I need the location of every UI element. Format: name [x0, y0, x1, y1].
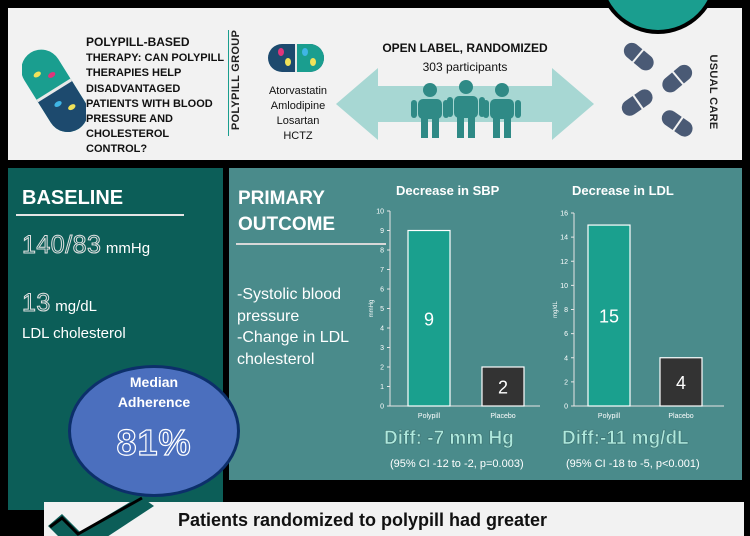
polypill-capsule-icon: [22, 49, 86, 133]
primary-outcome-title: PRIMARY OUTCOME: [238, 186, 335, 238]
sbp-category-label: Polypill: [418, 413, 441, 420]
outcome-item-ldl: -Change in LDL cholesterol: [237, 329, 349, 368]
study-question-lead: POLYPILL-BASED: [86, 35, 190, 49]
sbp-y-tick-label: 0: [380, 404, 384, 411]
baseline-divider: [16, 214, 184, 216]
baseline-title: BASELINE: [22, 187, 124, 209]
ldl-y-tick-label: 0: [564, 404, 568, 411]
ldl-y-axis-label: mg/dL: [553, 301, 559, 318]
study-question: POLYPILL-BASED THERAPY: CAN POLYPILL THE…: [86, 34, 226, 157]
three-people-icon: [411, 80, 521, 138]
ldl-bar-value-label: 15: [599, 307, 619, 327]
multi-drug-pill-icon: [268, 44, 324, 72]
sbp-y-tick-label: 1: [380, 384, 384, 391]
sbp-y-tick-label: 8: [380, 248, 384, 255]
drug-item: Losartan: [276, 114, 320, 127]
baseline-bp-value: 140/83: [21, 231, 102, 260]
baseline-ldl: 13 mg/dL: [22, 289, 97, 318]
sbp-bar-placebo: [481, 366, 525, 407]
primary-outcome-title-line: OUTCOME: [238, 214, 336, 236]
primary-outcome-title-line: PRIMARY: [238, 188, 325, 209]
sbp-y-axis-label: mmHg: [369, 300, 375, 318]
sbp-y-tick-label: 3: [380, 345, 384, 352]
drug-item: HCTZ: [283, 129, 313, 142]
ldl-category-label: Polypill: [598, 413, 621, 420]
checkmark-icon: [48, 496, 154, 536]
sbp-bar-value-label: 2: [498, 378, 508, 398]
study-design-label: OPEN LABEL, RANDOMIZED: [382, 41, 548, 55]
ldl-bar-placebo: [659, 357, 703, 407]
ldl-y-tick-label: 6: [564, 331, 568, 338]
sbp-y-tick-label: 10: [376, 209, 384, 216]
study-question-rest: THERAPY: CAN POLYPILL THERAPIES HELP DIS…: [86, 52, 224, 156]
baseline-bp: 140/83 mmHg: [21, 231, 151, 260]
ldl-bar-value-label: 4: [676, 373, 686, 393]
sbp-confidence-interval: (95% CI -12 to -2, p=0.003): [390, 458, 524, 470]
adherence-value: 81%: [116, 421, 192, 463]
conclusion-banner: [44, 502, 744, 536]
ldl-y-tick-label: 14: [560, 235, 568, 242]
sbp-chart-title: Decrease in SBP: [396, 183, 500, 198]
ldl-chart-title: Decrease in LDL: [572, 183, 674, 198]
sbp-y-tick-label: 9: [380, 228, 384, 235]
adherence-label-line: Adherence: [117, 394, 191, 411]
primary-outcome-divider: [236, 243, 386, 245]
baseline-ldl-value: 13: [22, 289, 51, 318]
sbp-y-tick-label: 5: [380, 306, 384, 313]
ldl-y-tick-label: 8: [564, 307, 568, 314]
sbp-category-label: Placebo: [490, 413, 515, 420]
ldl-difference: Diff:-11 mg/dL: [562, 428, 689, 450]
sbp-y-tick-label: 2: [380, 365, 384, 372]
conclusion-text: Patients randomized to polypill had grea…: [178, 510, 548, 530]
sbp-y-tick-label: 7: [380, 267, 384, 274]
baseline-ldl-caption: LDL cholesterol: [22, 325, 126, 342]
sbp-y-tick-label: 4: [380, 326, 384, 333]
sbp-bar-polypill: [407, 229, 451, 407]
ldl-y-tick-label: 2: [564, 379, 568, 386]
outcome-item-sbp: -Systolic blood pressure: [237, 286, 342, 325]
baseline-ldl-unit: mg/dL: [55, 298, 97, 315]
participant-count: 303 participants: [422, 60, 508, 74]
adherence-label-line: Median: [129, 374, 179, 390]
polypill-drug-list: Atorvastatin Amlodipine Losartan HCTZ: [266, 84, 330, 143]
sbp-bar-value-label: 9: [424, 309, 434, 329]
primary-outcome-description: -Systolic blood pressure -Change in LDL …: [237, 284, 372, 370]
ldl-y-tick-label: 4: [564, 355, 568, 362]
ldl-category-label: Placebo: [668, 413, 693, 420]
ldl-bar-polypill: [587, 224, 631, 407]
adherence-label: Median Adherence: [68, 372, 240, 413]
drug-item: Atorvastatin: [268, 85, 328, 97]
ldl-y-tick-label: 10: [560, 283, 568, 290]
sbp-difference: Diff: -7 mm Hg: [384, 428, 514, 450]
ldl-confidence-interval: (95% CI -18 to -5, p<0.001): [566, 458, 700, 470]
drug-item: Amlodipine: [270, 99, 326, 112]
primary-outcome-panel: [229, 168, 742, 480]
baseline-bp-unit: mmHg: [105, 240, 151, 257]
ldl-y-tick-label: 12: [560, 259, 568, 266]
adherence-badge: [68, 365, 240, 497]
ldl-y-tick-label: 16: [560, 211, 568, 218]
header-divider: [228, 30, 229, 136]
scattered-pills-icon: [621, 42, 693, 137]
sbp-y-tick-label: 6: [380, 287, 384, 294]
